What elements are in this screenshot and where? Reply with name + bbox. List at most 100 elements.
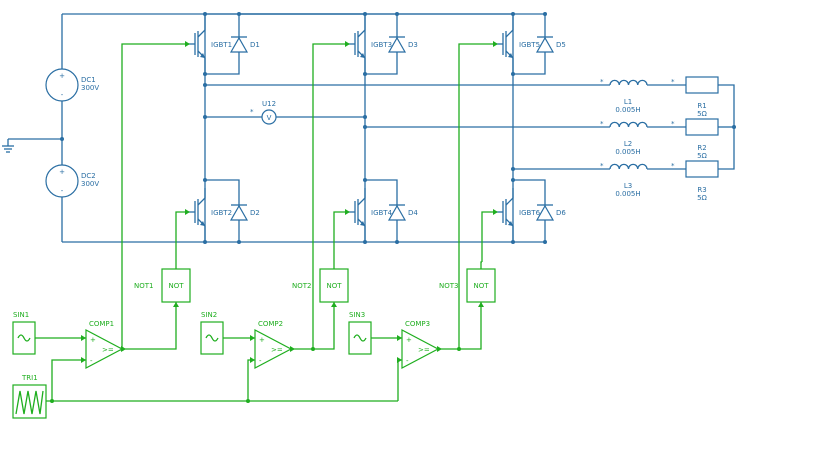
freewheel-diode[interactable]: D6 — [535, 204, 566, 221]
polarity-mark-r: * — [671, 120, 675, 128]
comparator[interactable]: +->=COMP1 — [85, 320, 124, 369]
not-gate-text: NOT — [168, 282, 184, 290]
dc-minus-sign: - — [61, 91, 64, 99]
igbt-switch[interactable]: IGBT1 — [186, 20, 232, 74]
polarity-mark-r: * — [671, 78, 675, 86]
comparator[interactable]: +->=COMP2 — [254, 320, 293, 369]
junction-dot — [511, 167, 515, 171]
freewheel-diode[interactable]: D2 — [229, 204, 260, 221]
not-gate-box — [319, 268, 349, 303]
control-stage: SIN1+->=COMP1NOTNOT1SIN2+->=COMP2NOTNOT2… — [12, 41, 498, 419]
igbt-emitter — [197, 218, 206, 242]
upper-diode-branch — [365, 14, 398, 75]
sine-wave-icon — [205, 334, 219, 342]
junction-dot — [395, 12, 399, 16]
junction-dot — [246, 399, 250, 403]
igbt-collector — [505, 20, 514, 38]
upper-gate-drive — [121, 43, 186, 349]
comparator[interactable]: +->=COMP3 — [401, 320, 440, 369]
sine-wave-icon — [17, 334, 31, 342]
arrowhead — [185, 41, 190, 47]
resistor-value: 5Ω — [697, 194, 707, 202]
comparator-minus: - — [90, 357, 93, 365]
sine-source-label: SIN3 — [349, 311, 365, 319]
resistor-name: R1 — [697, 102, 706, 110]
carrier-to-comp2 — [247, 359, 255, 401]
comparator-plus: + — [406, 336, 412, 344]
igbt-switch[interactable]: IGBT3 — [346, 20, 392, 74]
lower-gate-drive — [175, 211, 186, 262]
junction-dot — [203, 12, 207, 16]
inductor-coil — [609, 121, 648, 128]
igbt-emitter-arrow — [360, 53, 365, 58]
not-gate-box — [466, 268, 496, 303]
comparator-triangle — [254, 329, 293, 369]
arrowhead — [493, 41, 498, 47]
diode-label: D1 — [250, 41, 260, 49]
comparator-to-not — [438, 302, 482, 350]
junction-dot — [457, 347, 461, 351]
sine-source[interactable]: SIN2 — [200, 311, 224, 355]
arrowhead — [437, 346, 442, 352]
arrowhead — [397, 357, 402, 363]
polarity-mark-l: * — [600, 162, 604, 170]
junction-dot — [732, 125, 736, 129]
comparator-to-not — [122, 302, 177, 350]
inductor-name: L3 — [624, 182, 632, 190]
polarity-mark-l: * — [600, 78, 604, 86]
igbt-emitter-arrow — [200, 53, 205, 58]
resistor-body — [685, 118, 719, 136]
sine-source-label: SIN2 — [201, 311, 217, 319]
igbt-switch[interactable]: IGBT4 — [346, 188, 393, 242]
dc-source-body — [45, 68, 79, 102]
igbt-emitter — [357, 218, 366, 242]
resistor-name: R2 — [697, 144, 706, 152]
igbt-switch[interactable]: IGBT6 — [494, 188, 541, 242]
sine-source[interactable]: SIN3 — [348, 311, 372, 355]
comparator-symbol: >= — [418, 346, 430, 354]
sine-source[interactable]: SIN1 — [12, 311, 36, 355]
freewheel-diode[interactable]: D3 — [387, 36, 418, 53]
lower-gate-drive — [333, 211, 346, 262]
resistor-value: 5Ω — [697, 152, 707, 160]
freewheel-diode[interactable]: D1 — [229, 36, 260, 53]
comparator-plus: + — [90, 336, 96, 344]
voltmeter-body — [261, 109, 277, 125]
igbt-switch[interactable]: IGBT5 — [494, 20, 540, 74]
freewheel-diode[interactable]: D4 — [387, 204, 418, 221]
diode-label: D4 — [408, 209, 418, 217]
igbt-collector — [197, 188, 206, 206]
triangle-source[interactable]: TRI1 — [12, 374, 47, 419]
igbt-switch[interactable]: IGBT2 — [186, 188, 232, 242]
upper-diode-branch — [205, 14, 240, 75]
inductor-value: 0.005H — [615, 106, 640, 114]
comparator-minus: - — [259, 357, 262, 365]
diode-triangle — [229, 36, 249, 53]
not-gate-label: NOT3 — [439, 282, 458, 290]
resistor-body — [685, 76, 719, 94]
lower-diode-branch — [205, 179, 240, 242]
freewheel-diode[interactable]: D5 — [535, 36, 566, 53]
arrowhead — [185, 209, 190, 215]
polarity-mark-r: * — [671, 162, 675, 170]
dc-source-body — [45, 164, 79, 198]
ground-icon — [2, 139, 14, 153]
dc-source-value: 300V — [81, 84, 99, 92]
arrowhead — [290, 346, 295, 352]
lower-diode-branch — [513, 179, 546, 242]
diode-label: D2 — [250, 209, 260, 217]
junction-dot — [363, 12, 367, 16]
diode-label: D3 — [408, 41, 418, 49]
polarity-mark-l: * — [600, 120, 604, 128]
resistor-name: R3 — [697, 186, 706, 194]
